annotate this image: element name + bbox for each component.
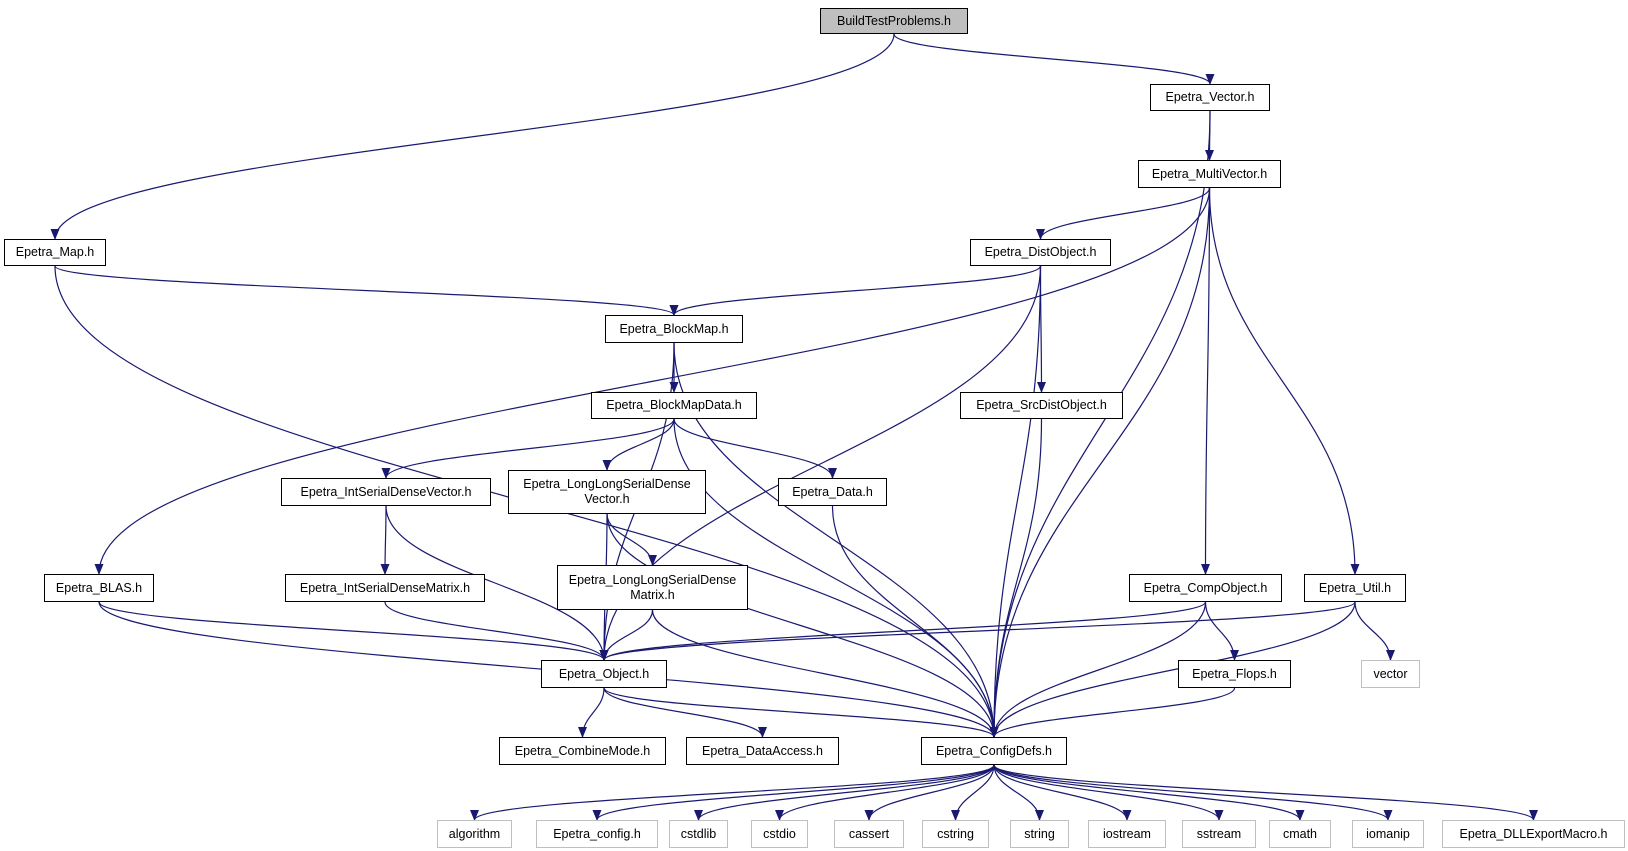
node-epetra-configdefs[interactable]: Epetra_ConfigDefs.h bbox=[921, 737, 1067, 765]
node-cmath: cmath bbox=[1269, 820, 1331, 848]
node-epetra-distobject[interactable]: Epetra_DistObject.h bbox=[970, 239, 1111, 266]
edge-epetra_blas-to-epetra_object bbox=[98, 601, 609, 661]
edge-epetra_data-to-epetra_configdefs bbox=[831, 505, 999, 738]
node-epetra-map[interactable]: Epetra_Map.h bbox=[4, 239, 106, 266]
edge-epetra_map-to-epetra_blockmap bbox=[54, 265, 679, 316]
edge-epetra_multivector-to-epetra_distobject bbox=[1036, 187, 1211, 240]
edge-epetra_object-to-epetra_configdefs bbox=[603, 687, 999, 738]
edge-epetra_intserialdensevector-to-epetra_object bbox=[385, 505, 609, 661]
edge-epetra_intserialdensematrix-to-epetra_object bbox=[384, 601, 609, 661]
edge-epetra_object-to-epetra_combinemode bbox=[578, 687, 605, 738]
node-epetra-blockmap[interactable]: Epetra_BlockMap.h bbox=[605, 315, 743, 343]
node-epetra-flops[interactable]: Epetra_Flops.h bbox=[1178, 660, 1291, 688]
node-iomanip: iomanip bbox=[1352, 820, 1424, 848]
node-epetra-srcdistobject[interactable]: Epetra_SrcDistObject.h bbox=[960, 392, 1123, 419]
edge-epetra_multivector-to-epetra_blas bbox=[94, 187, 1211, 575]
edge-epetra_configdefs-to-cstdlib bbox=[694, 764, 995, 821]
edge-epetra_multivector-to-epetra_compobject bbox=[1201, 187, 1211, 575]
edge-epetra_flops-to-epetra_configdefs bbox=[989, 687, 1236, 738]
node-string: string bbox=[1010, 820, 1069, 848]
node-epetra-vector[interactable]: Epetra_Vector.h bbox=[1150, 84, 1270, 111]
edge-epetra_multivector-to-epetra_configdefs bbox=[989, 187, 1211, 738]
edge-epetra_blockmapdata-to-epetra_longlongserialdensevector bbox=[602, 418, 675, 471]
edge-epetra_configdefs-to-algorithm bbox=[470, 764, 995, 821]
node-epetra-intserialdensematrix[interactable]: Epetra_IntSerialDenseMatrix.h bbox=[285, 574, 485, 602]
node-cstdlib: cstdlib bbox=[669, 820, 728, 848]
node-build-test-problems: BuildTestProblems.h bbox=[820, 8, 968, 34]
node-vector: vector bbox=[1361, 660, 1420, 688]
node-algorithm: algorithm bbox=[437, 820, 512, 848]
edge-epetra_srcdistobject-to-epetra_configdefs bbox=[989, 418, 1043, 738]
edge-epetra_distobject-to-epetra_blockmap bbox=[669, 265, 1042, 316]
edge-epetra_configdefs-to-cmath bbox=[993, 764, 1305, 821]
edge-epetra_configdefs-to-iostream bbox=[993, 764, 1132, 821]
node-cstdio: cstdio bbox=[751, 820, 808, 848]
edge-epetra_configdefs-to-cassert bbox=[864, 764, 995, 821]
edge-epetra_configdefs-to-sstream bbox=[993, 764, 1224, 821]
node-epetra-blas[interactable]: Epetra_BLAS.h bbox=[44, 574, 154, 602]
node-epetra-dataaccess[interactable]: Epetra_DataAccess.h bbox=[686, 737, 839, 765]
edge-epetra_blockmapdata-to-epetra_intserialdensevector bbox=[381, 418, 675, 479]
node-epetra-multivector[interactable]: Epetra_MultiVector.h bbox=[1138, 160, 1281, 188]
node-epetra-combinemode[interactable]: Epetra_CombineMode.h bbox=[499, 737, 666, 765]
node-epetra-object[interactable]: Epetra_Object.h bbox=[541, 660, 667, 688]
node-epetra-dllexportmacro: Epetra_DLLExportMacro.h bbox=[1442, 820, 1625, 848]
node-epetra-config: Epetra_config.h bbox=[536, 820, 658, 848]
node-sstream: sstream bbox=[1182, 820, 1256, 848]
edge-epetra_compobject-to-epetra_flops bbox=[1204, 601, 1239, 661]
node-cassert: cassert bbox=[834, 820, 904, 848]
edge-epetra_distobject-to-epetra_configdefs bbox=[989, 265, 1042, 738]
edge-epetra_compobject-to-epetra_object bbox=[599, 601, 1207, 661]
edge-build_test_problems-to-epetra_vector bbox=[893, 33, 1215, 85]
edge-epetra_util-to-vector bbox=[1354, 601, 1395, 661]
edge-epetra_blockmapdata-to-epetra_data bbox=[673, 418, 837, 479]
node-cstring: cstring bbox=[922, 820, 989, 848]
edge-epetra_longlongserialdensevector-to-epetra_longlongserialdensematrix bbox=[606, 513, 657, 566]
node-epetra-longlongserialdensematrix[interactable]: Epetra_LongLongSerialDense Matrix.h bbox=[557, 565, 748, 610]
edge-epetra_configdefs-to-iomanip bbox=[993, 764, 1393, 821]
node-epetra-data[interactable]: Epetra_Data.h bbox=[778, 478, 887, 506]
edge-build_test_problems-to-epetra_map bbox=[50, 33, 895, 240]
edge-epetra_configdefs-to-cstdio bbox=[775, 764, 995, 821]
node-epetra-util[interactable]: Epetra_Util.h bbox=[1304, 574, 1406, 602]
edge-epetra_util-to-epetra_object bbox=[599, 601, 1356, 661]
edge-epetra_vector-to-epetra_configdefs bbox=[989, 110, 1211, 738]
edge-epetra_compobject-to-epetra_configdefs bbox=[989, 601, 1207, 738]
node-epetra-blockmapdata[interactable]: Epetra_BlockMapData.h bbox=[591, 392, 757, 419]
edge-epetra_util-to-epetra_configdefs bbox=[989, 601, 1356, 738]
node-epetra-longlongserialdensevector[interactable]: Epetra_LongLongSerialDense Vector.h bbox=[508, 470, 706, 514]
edge-epetra_configdefs-to-epetra_dllexportmacro bbox=[993, 764, 1538, 821]
edge-epetra_configdefs-to-cstring bbox=[951, 764, 995, 821]
node-epetra-intserialdensevector[interactable]: Epetra_IntSerialDenseVector.h bbox=[281, 478, 491, 506]
edge-epetra_configdefs-to-string bbox=[993, 764, 1044, 821]
edge-epetra_longlongserialdensematrix-to-epetra_configdefs bbox=[651, 609, 999, 738]
edge-epetra_longlongserialdensevector-to-epetra_configdefs bbox=[606, 513, 999, 738]
edge-epetra_configdefs-to-epetra_config bbox=[592, 764, 995, 821]
node-epetra-compobject[interactable]: Epetra_CompObject.h bbox=[1129, 574, 1282, 602]
edge-epetra_intserialdensevector-to-epetra_intserialdensematrix bbox=[380, 505, 390, 575]
dependency-edges bbox=[50, 33, 1538, 821]
edge-epetra_object-to-epetra_dataaccess bbox=[603, 687, 767, 738]
node-iostream: iostream bbox=[1088, 820, 1166, 848]
edge-epetra_multivector-to-epetra_util bbox=[1208, 187, 1360, 575]
